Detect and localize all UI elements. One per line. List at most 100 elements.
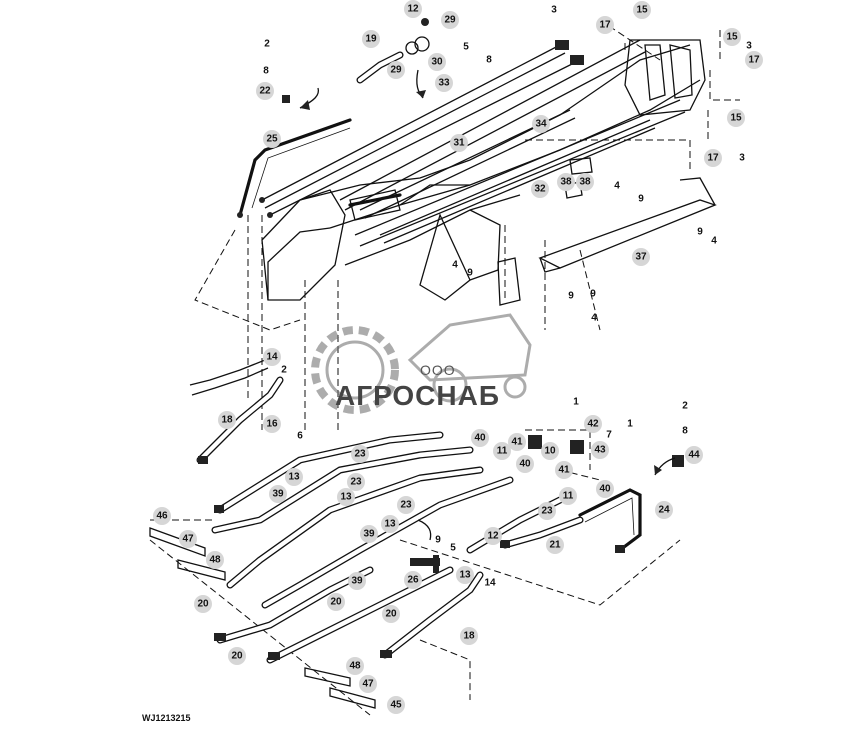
- callout-40: 40: [471, 429, 489, 447]
- callout-43: 43: [591, 441, 609, 459]
- svg-text:15: 15: [730, 113, 742, 124]
- callout-42: 42: [584, 415, 602, 433]
- callout-20: 20: [228, 647, 246, 665]
- svg-text:47: 47: [362, 679, 374, 690]
- callout-12: 12: [404, 0, 422, 18]
- svg-text:12: 12: [487, 531, 499, 542]
- svg-text:13: 13: [459, 570, 471, 581]
- label-6: 6: [297, 431, 303, 442]
- svg-text:19: 19: [365, 34, 377, 45]
- callout-13: 13: [285, 468, 303, 486]
- svg-text:25: 25: [266, 134, 278, 145]
- callout-23: 23: [347, 473, 365, 491]
- callout-41: 41: [508, 433, 526, 451]
- svg-text:38: 38: [560, 177, 572, 188]
- svg-text:32: 32: [534, 184, 546, 195]
- label-3: 3: [746, 41, 752, 52]
- label-4: 4: [591, 313, 597, 324]
- watermark-company-form: ООО: [420, 362, 456, 378]
- svg-text:12: 12: [407, 4, 419, 15]
- svg-text:48: 48: [349, 661, 361, 672]
- svg-text:13: 13: [384, 519, 396, 530]
- callout-48: 48: [346, 657, 364, 675]
- callout-19: 19: [362, 30, 380, 48]
- callout-48: 48: [206, 551, 224, 569]
- callout-20: 20: [327, 593, 345, 611]
- callout-40: 40: [596, 480, 614, 498]
- callout-29: 29: [441, 11, 459, 29]
- callout-34: 34: [532, 115, 550, 133]
- svg-text:13: 13: [340, 492, 352, 503]
- callout-45: 45: [387, 696, 405, 714]
- callout-17: 17: [704, 149, 722, 167]
- callout-40: 40: [516, 455, 534, 473]
- callout-13: 13: [456, 566, 474, 584]
- combine-harvester-icon: [407, 313, 532, 403]
- label-9: 9: [590, 289, 596, 300]
- callout-24: 24: [655, 501, 673, 519]
- svg-text:40: 40: [599, 484, 611, 495]
- label-9: 9: [697, 227, 703, 238]
- callout-30: 30: [428, 53, 446, 71]
- callout-23: 23: [351, 445, 369, 463]
- callout-39: 39: [348, 572, 366, 590]
- callout-44: 44: [685, 446, 703, 464]
- svg-text:13: 13: [288, 472, 300, 483]
- callout-46: 46: [153, 507, 171, 525]
- label-4: 4: [452, 260, 458, 271]
- callout-11: 11: [493, 442, 511, 460]
- callout-47: 47: [359, 675, 377, 693]
- callout-12: 12: [484, 527, 502, 545]
- callout-11: 11: [559, 487, 577, 505]
- label-9: 9: [435, 535, 441, 546]
- figure-id: WJ1213215: [142, 713, 191, 723]
- callout-25: 25: [263, 130, 281, 148]
- svg-text:23: 23: [541, 506, 553, 517]
- label-3: 3: [739, 153, 745, 164]
- svg-text:46: 46: [156, 511, 168, 522]
- label-2: 2: [264, 39, 270, 50]
- gear-icon: [311, 326, 399, 414]
- plain-labels: 2 8 5 8 3 3 3 9 4 9 4 4 9 9 9 4 2 6 7 1 …: [263, 5, 752, 589]
- callout-38: 38: [576, 173, 594, 191]
- callout-18: 18: [460, 627, 478, 645]
- callout-15: 15: [633, 1, 651, 19]
- callout-18: 18: [218, 411, 236, 429]
- label-1: 1: [627, 419, 633, 430]
- svg-text:45: 45: [390, 700, 402, 711]
- svg-text:23: 23: [350, 477, 362, 488]
- svg-text:41: 41: [558, 465, 570, 476]
- label-14: 14: [484, 578, 496, 589]
- svg-text:20: 20: [197, 599, 209, 610]
- callout-31: 31: [450, 134, 468, 152]
- svg-text:20: 20: [231, 651, 243, 662]
- callout-13: 13: [337, 488, 355, 506]
- svg-text:43: 43: [594, 445, 606, 456]
- label-2: 2: [682, 401, 688, 412]
- svg-text:18: 18: [221, 415, 233, 426]
- label-3: 3: [551, 5, 557, 16]
- callout-15: 15: [727, 109, 745, 127]
- callout-23: 23: [538, 502, 556, 520]
- callout-17: 17: [745, 51, 763, 69]
- callout-38: 38: [557, 173, 575, 191]
- label-5: 5: [463, 42, 469, 53]
- svg-text:34: 34: [535, 119, 547, 130]
- label-8: 8: [486, 55, 492, 66]
- svg-text:20: 20: [385, 609, 397, 620]
- svg-text:11: 11: [497, 446, 508, 457]
- boom-frame: [261, 39, 717, 306]
- label-9: 9: [568, 291, 574, 302]
- svg-text:26: 26: [407, 575, 419, 586]
- label-2: 2: [281, 365, 287, 376]
- callout-10: 10: [541, 442, 559, 460]
- watermark-logo: [311, 313, 532, 414]
- label-8: 8: [263, 66, 269, 77]
- callout-20: 20: [382, 605, 400, 623]
- svg-text:17: 17: [599, 20, 611, 31]
- label-7: 7: [606, 430, 612, 441]
- svg-text:15: 15: [726, 32, 738, 43]
- svg-text:39: 39: [351, 576, 363, 587]
- callout-26: 26: [404, 571, 422, 589]
- svg-text:15: 15: [636, 5, 648, 16]
